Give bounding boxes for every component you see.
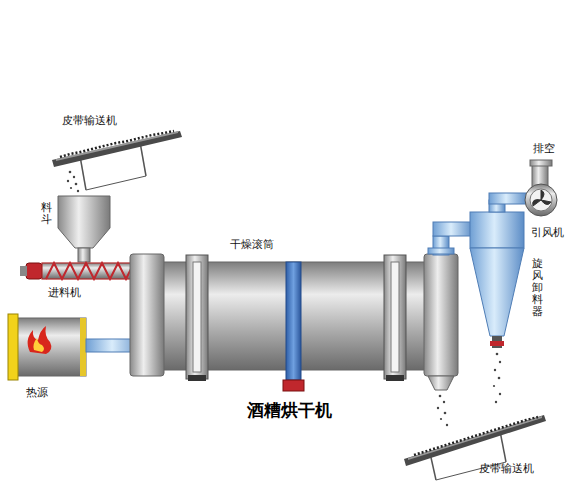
- cyclone-separator-part: [470, 248, 524, 336]
- falling-material-part: [70, 187, 72, 189]
- falling-material-part: [498, 377, 501, 380]
- air-duct-part: [433, 222, 473, 236]
- drying-drum-part: [130, 254, 164, 376]
- falling-material-part: [73, 176, 75, 178]
- falling-material: [437, 395, 448, 426]
- falling-material-part: [493, 385, 495, 387]
- induced-draft-fan-part: [525, 184, 557, 216]
- machine-caption: 酒糟烘干机: [247, 399, 332, 422]
- heat-source-part: [8, 314, 18, 380]
- drying-drum: [130, 254, 448, 391]
- screw-feeder-part: [20, 266, 27, 276]
- air-duct-part: [428, 248, 454, 254]
- exhaust-label: 排空: [533, 142, 555, 155]
- top-belt-conveyor-part: [52, 131, 182, 167]
- falling-material-part: [496, 353, 499, 356]
- drying-drum-part: [188, 375, 206, 381]
- falling-material-part: [77, 190, 79, 192]
- falling-material-part: [69, 171, 72, 174]
- falling-material-part: [494, 369, 496, 371]
- screw-feeder-part: [26, 263, 42, 279]
- falling-material-part: [437, 407, 439, 409]
- top-belt-conveyor-part: [60, 131, 174, 157]
- hopper-label: 料斗: [41, 202, 52, 226]
- falling-material-part: [67, 180, 69, 182]
- falling-material-part: [495, 401, 497, 403]
- falling-material-part: [75, 183, 78, 186]
- heat-source-part: [33, 338, 44, 352]
- heat-source-part: [14, 318, 86, 376]
- drum-label: 干燥滚筒: [230, 238, 274, 251]
- falling-material-part: [440, 418, 442, 420]
- hopper: [58, 196, 110, 262]
- heat-source-part: [28, 326, 52, 354]
- heat-source-label: 热源: [26, 386, 48, 399]
- drying-drum-part: [286, 262, 301, 380]
- cyclone-separator-part: [490, 341, 504, 346]
- induced-draft-fan-part: [530, 189, 552, 211]
- bottom-belt-conveyor-part: [500, 431, 506, 462]
- bottom-belt-conveyor-part: [414, 417, 538, 455]
- drying-drum-part: [283, 380, 304, 391]
- conveyor-label: 皮带输送机: [62, 114, 117, 127]
- falling-material-part: [499, 393, 501, 395]
- screw-feeder: [20, 263, 142, 279]
- bottom-belt-conveyor: [404, 415, 546, 480]
- top-belt-conveyor-part: [140, 142, 146, 176]
- induced-draft-fan-part: [530, 160, 552, 166]
- falling-material-part: [499, 361, 501, 363]
- drying-drum-part: [193, 262, 201, 372]
- induced-draft-fan-part: [533, 190, 551, 206]
- bottom-belt-conveyor-part: [404, 415, 546, 466]
- top-belt-conveyor-part: [56, 131, 178, 161]
- fan-label: 引风机: [531, 226, 564, 239]
- falling-material-part: [439, 395, 442, 398]
- falling-material-part: [443, 401, 445, 403]
- top-belt-conveyor-part: [80, 156, 86, 190]
- falling-material-part: [446, 424, 448, 426]
- top-belt-conveyor-part: [86, 176, 146, 190]
- cyclone-separator-part: [470, 212, 524, 248]
- induced-draft-fan: [525, 160, 557, 216]
- top-belt-conveyor: [52, 131, 182, 190]
- discharge-box: [424, 254, 458, 390]
- hopper-part: [78, 248, 90, 262]
- air-duct: [428, 222, 473, 255]
- cyclone-separator: [470, 193, 527, 348]
- screw-feeder-part: [46, 263, 134, 279]
- drying-drum-part: [386, 375, 404, 381]
- falling-material-part: [444, 412, 447, 415]
- heat-source-part: [80, 318, 86, 376]
- drying-drum-part: [391, 262, 399, 372]
- cyclone-label: 旋风卸料器: [532, 258, 543, 318]
- falling-material: [493, 353, 501, 403]
- conveyor-label: 皮带输送机: [479, 462, 534, 475]
- drying-drum-part: [384, 255, 406, 379]
- discharge-box-part: [428, 376, 454, 390]
- bottom-belt-conveyor-part: [408, 416, 542, 460]
- hopper-part: [58, 196, 110, 248]
- falling-material: [67, 171, 79, 193]
- screw-feeder-part: [42, 263, 142, 279]
- cyclone-separator-part: [489, 193, 527, 204]
- feeder-label: 进料机: [48, 286, 81, 299]
- drying-drum-part: [186, 255, 208, 379]
- heat-source: [8, 314, 144, 380]
- discharge-box-part: [424, 254, 458, 376]
